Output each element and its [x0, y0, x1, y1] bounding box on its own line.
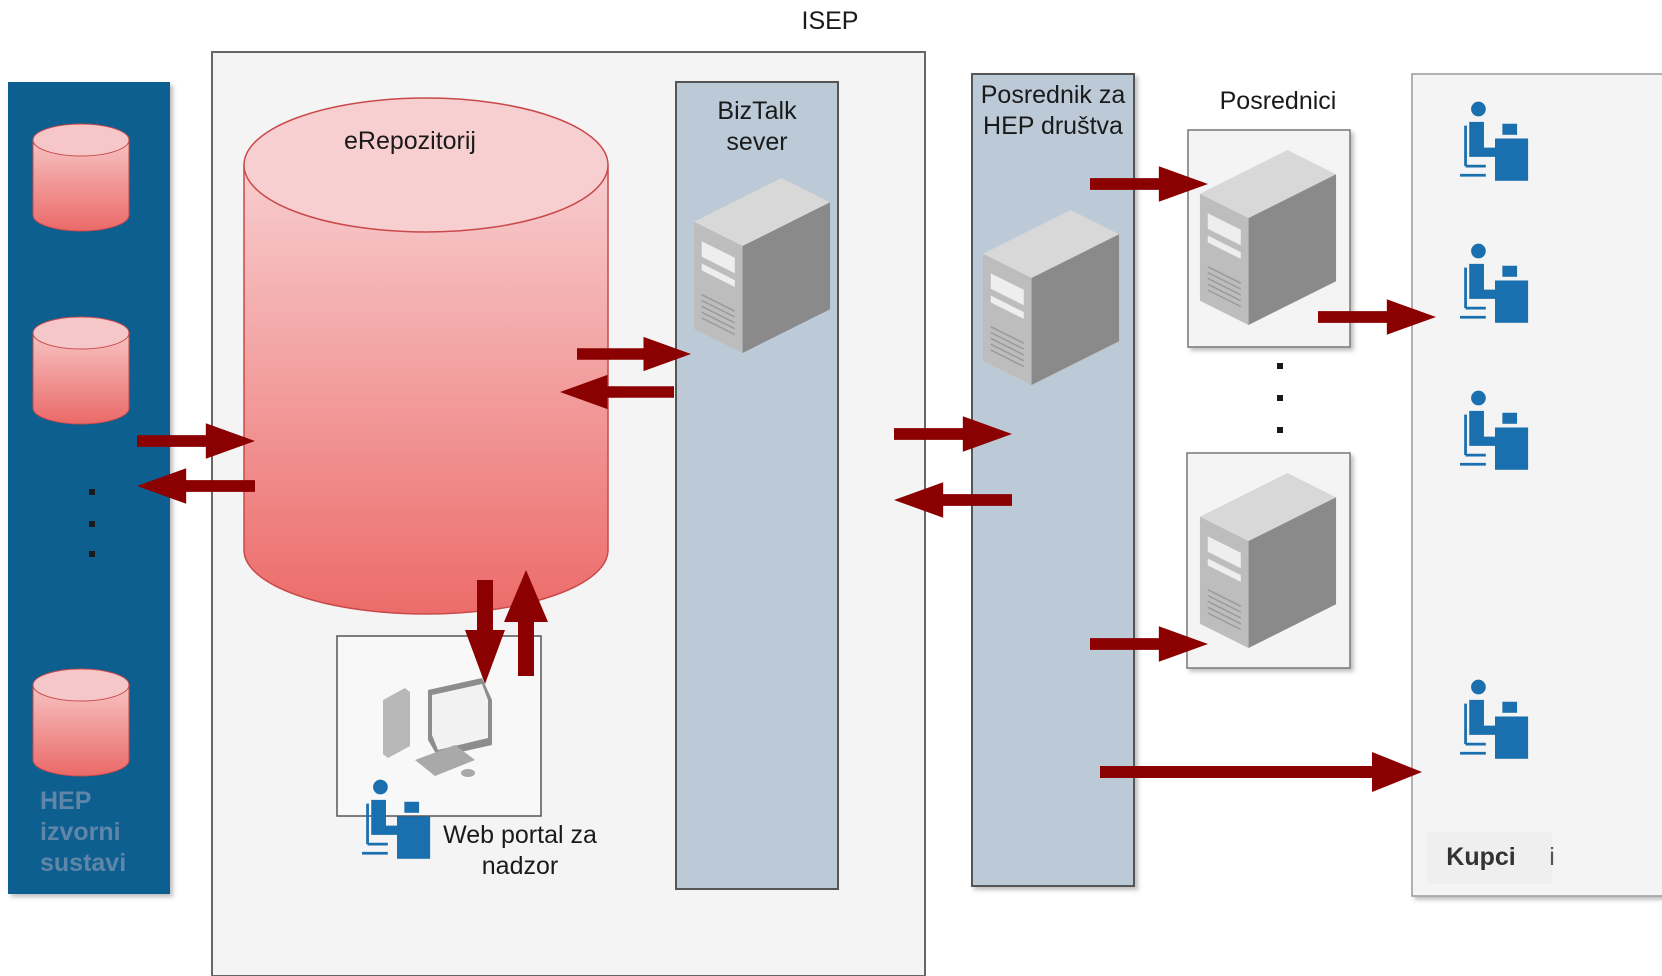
hep-sources-label: HEP izvorni sustavi: [40, 787, 127, 877]
posrednici-label: Posrednici: [1219, 87, 1337, 115]
hep-db-cylinder-2: [32, 316, 130, 425]
hep-db-cylinder-3: [32, 668, 130, 777]
kupci-panel: [1411, 73, 1662, 897]
kupci-label-box: [1427, 832, 1552, 884]
arrow-posrednik-to-kupci: [1100, 752, 1422, 792]
posrednici-ellipsis: [1277, 363, 1283, 433]
isep-label: ISEP: [801, 7, 859, 35]
kupci-label: Kupci: [1446, 843, 1516, 871]
erepozitorij-label: eRepozitorij: [343, 127, 476, 155]
arrow-erepo-to-portal: [465, 580, 505, 684]
arrow-portal-to-erepo: [504, 570, 548, 676]
hep-db-cylinder-1: [32, 123, 130, 232]
kupci-extra-text: i: [1549, 843, 1555, 871]
web-portal-label: Web portal za nadzor: [443, 821, 597, 880]
posrednik-hep-column: [971, 73, 1135, 887]
posrednik-hep-label: Posrednik za HEP društva: [980, 81, 1126, 140]
biztalk-label: BizTalk sever: [717, 97, 797, 156]
computer-icon: [383, 678, 492, 777]
erepozitorij-cylinder: [243, 97, 609, 615]
hep-ellipsis: [89, 489, 95, 557]
